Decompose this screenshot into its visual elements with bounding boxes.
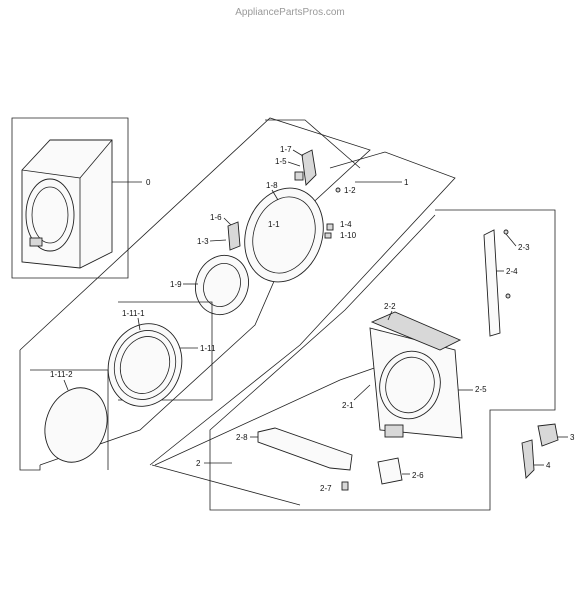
label-1-11: 1-11 [200, 344, 216, 353]
door-cover-ring [113, 330, 177, 400]
front-panel-opening-inner [385, 356, 435, 414]
door-cover-box [118, 301, 213, 401]
leader-1-3 [209, 239, 227, 242]
hinge-part-1-7[interactable] [301, 149, 317, 186]
washer-unit-group: 0 [11, 117, 151, 279]
label-1-6: 1-6 [210, 213, 222, 222]
leader-1-11-1 [137, 317, 141, 331]
door-cover-inner [119, 336, 171, 394]
screw-1-2[interactable] [335, 187, 341, 193]
door-subframe-bottom [151, 464, 301, 506]
label-4: 4 [546, 461, 551, 470]
leader-2-2 [387, 310, 393, 321]
label-2-8: 2-8 [236, 433, 248, 442]
label-2-1: 2-1 [342, 401, 354, 410]
leader-1-8 [271, 189, 279, 201]
part-2-6[interactable] [377, 457, 403, 485]
part-1-4[interactable] [326, 223, 334, 231]
label-2-4: 2-4 [506, 267, 518, 276]
door-subframe [149, 151, 456, 466]
door-cover-group: 1-11-1 1-11 [97, 309, 216, 417]
door-frame-inner [252, 196, 316, 274]
leader-1-7 [292, 149, 304, 157]
door-glass-inner [203, 263, 241, 307]
leader-2-3 [505, 233, 517, 247]
screw-2-3[interactable] [503, 229, 509, 235]
hinge-group: 1-7 1-5 [275, 145, 317, 186]
label-2-7: 2-7 [320, 484, 332, 493]
side-rail-2-4[interactable] [483, 229, 501, 337]
door-glass-1-9[interactable] [187, 248, 256, 322]
leader-1-11-2 [63, 379, 69, 391]
door-glass-group: 1-9 [170, 248, 256, 322]
label-2: 2 [196, 459, 201, 468]
rail-group: 2-3 2-4 [483, 229, 530, 337]
front-panel-slot [384, 424, 404, 438]
disc-box-outline [30, 369, 109, 470]
front-panel-opening [379, 350, 441, 420]
door-cover-1-11[interactable] [97, 313, 193, 417]
top-bracket-2-2[interactable] [370, 311, 462, 351]
door-frame-1-8[interactable] [232, 177, 336, 293]
cabinet-top-edge [79, 139, 113, 179]
label-1-11-1: 1-11-1 [122, 309, 145, 318]
label-2-3: 2-3 [518, 243, 530, 252]
leader-1-5 [287, 161, 301, 167]
label-2-2: 2-2 [384, 302, 396, 311]
handle-2-8[interactable] [257, 427, 353, 471]
label-0: 0 [146, 178, 151, 187]
label-1-3: 1-3 [197, 237, 209, 246]
washer-door-circle[interactable] [25, 178, 75, 252]
label-1-5: 1-5 [275, 157, 287, 166]
watermark-text: AppliancePartsPros.com [235, 7, 345, 18]
door-frame-group: 1-8 1-1 [232, 177, 336, 293]
part-4[interactable] [521, 439, 535, 479]
door-boundary-left [19, 350, 41, 471]
unit-box-outline [11, 117, 129, 279]
door-latch-1-6[interactable] [227, 221, 241, 251]
hinge-cover[interactable] [294, 171, 304, 181]
washer-door-inner [31, 186, 69, 244]
front-panel-group: 2-5 [369, 327, 487, 439]
part-2-7[interactable] [341, 481, 349, 491]
label-2-5: 2-5 [475, 385, 487, 394]
part-3[interactable] [537, 423, 559, 447]
label-1: 1 [404, 178, 409, 187]
door-disc-1-11-2[interactable] [35, 379, 117, 471]
label-1-9: 1-9 [170, 280, 182, 289]
latch-group: 1-6 1-3 [197, 213, 241, 251]
washer-control-panel [29, 237, 43, 247]
label-1-8: 1-8 [266, 181, 278, 190]
label-1-11-2: 1-11-2 [50, 370, 73, 379]
label-1-4: 1-4 [340, 220, 352, 229]
label-1-10: 1-10 [340, 231, 357, 240]
label-1-7: 1-7 [280, 145, 292, 154]
label-3: 3 [570, 433, 575, 442]
label-1-2: 1-2 [344, 186, 356, 195]
label-1-1: 1-1 [268, 220, 280, 229]
label-2-6: 2-6 [412, 471, 424, 480]
leader-2-1 [353, 384, 371, 401]
front-panel-boundary [209, 209, 556, 511]
door-boundary-top [265, 119, 361, 169]
part-1-10[interactable] [324, 232, 332, 239]
screw-2-4b[interactable] [505, 293, 511, 299]
